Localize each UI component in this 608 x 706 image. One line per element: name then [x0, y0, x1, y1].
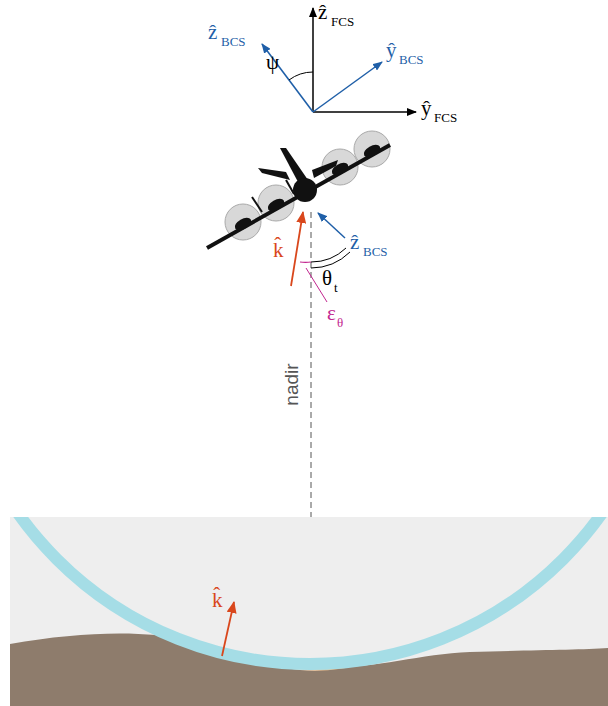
k-vector-ground [222, 602, 234, 656]
axis-symbol: ẑ [318, 2, 327, 23]
z-fcs-axis [312, 8, 314, 112]
sky-band [10, 517, 608, 706]
angle-symbol: θ [322, 268, 332, 289]
axis-symbol: ẑ [208, 22, 217, 43]
angle-subscript: t [334, 281, 338, 294]
psi-arc [289, 72, 313, 80]
axes [262, 8, 416, 112]
beam-ring [10, 517, 608, 664]
y-bcs-axis [313, 62, 382, 112]
vector-symbol: k̂ [273, 240, 284, 261]
axis-subscript: FCS [434, 111, 457, 124]
aircraft [207, 131, 390, 248]
z-bcs-vector [318, 213, 345, 238]
angle-symbol: ψ [266, 52, 279, 73]
angle-subscript: θ [337, 316, 343, 329]
axis-subscript: BCS [399, 53, 424, 66]
y-fcs-axis [313, 111, 416, 113]
k-vector [291, 212, 303, 286]
theta-arc [311, 252, 350, 268]
epsilon-arc [300, 261, 311, 263]
axis-symbol: ŷ [386, 40, 397, 61]
axis-symbol: ẑ [350, 232, 359, 253]
angle-vectors [291, 212, 350, 302]
axis-symbol: ŷ [421, 98, 432, 119]
vector-symbol: k̂ [212, 590, 223, 611]
axis-subscript: BCS [221, 35, 246, 48]
angle-symbol: ε [327, 303, 336, 324]
z-bcs-axis [262, 44, 313, 112]
axis-subscript: FCS [331, 15, 354, 28]
axis-subscript: BCS [363, 245, 388, 258]
nadir-label: nadir [281, 360, 302, 408]
